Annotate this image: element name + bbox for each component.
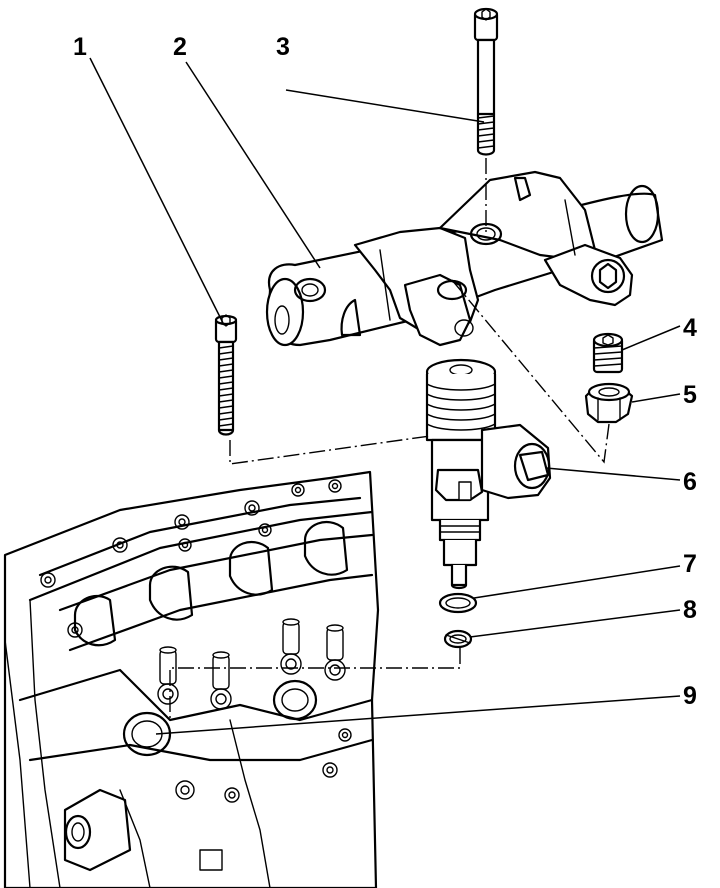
- callout-1: 1: [73, 33, 87, 61]
- rocker-arm-shaft: [265, 170, 664, 347]
- callout-4: 4: [683, 314, 697, 342]
- callout-7: 7: [683, 550, 697, 578]
- leader-lines: [89, 57, 681, 735]
- bolt-1: [214, 314, 238, 436]
- assembly-center-lines: [169, 158, 610, 720]
- callout-5: 5: [683, 381, 697, 409]
- callout-6: 6: [683, 468, 697, 496]
- heat-shield-ring-8: [443, 629, 473, 649]
- o-ring-7: [438, 592, 478, 614]
- long-bolt-3: [473, 7, 499, 156]
- callout-2: 2: [173, 33, 187, 61]
- lock-nut-5: [584, 382, 634, 424]
- callout-3: 3: [276, 33, 290, 61]
- callout-8: 8: [683, 596, 697, 624]
- callout-labels: 1 2 3 4 5 6 7 8 9: [73, 33, 697, 710]
- callout-9: 9: [683, 682, 697, 710]
- cylinder-head: [3, 470, 380, 888]
- adjusting-screw-4: [592, 332, 624, 374]
- pump-injector-6: [425, 358, 552, 590]
